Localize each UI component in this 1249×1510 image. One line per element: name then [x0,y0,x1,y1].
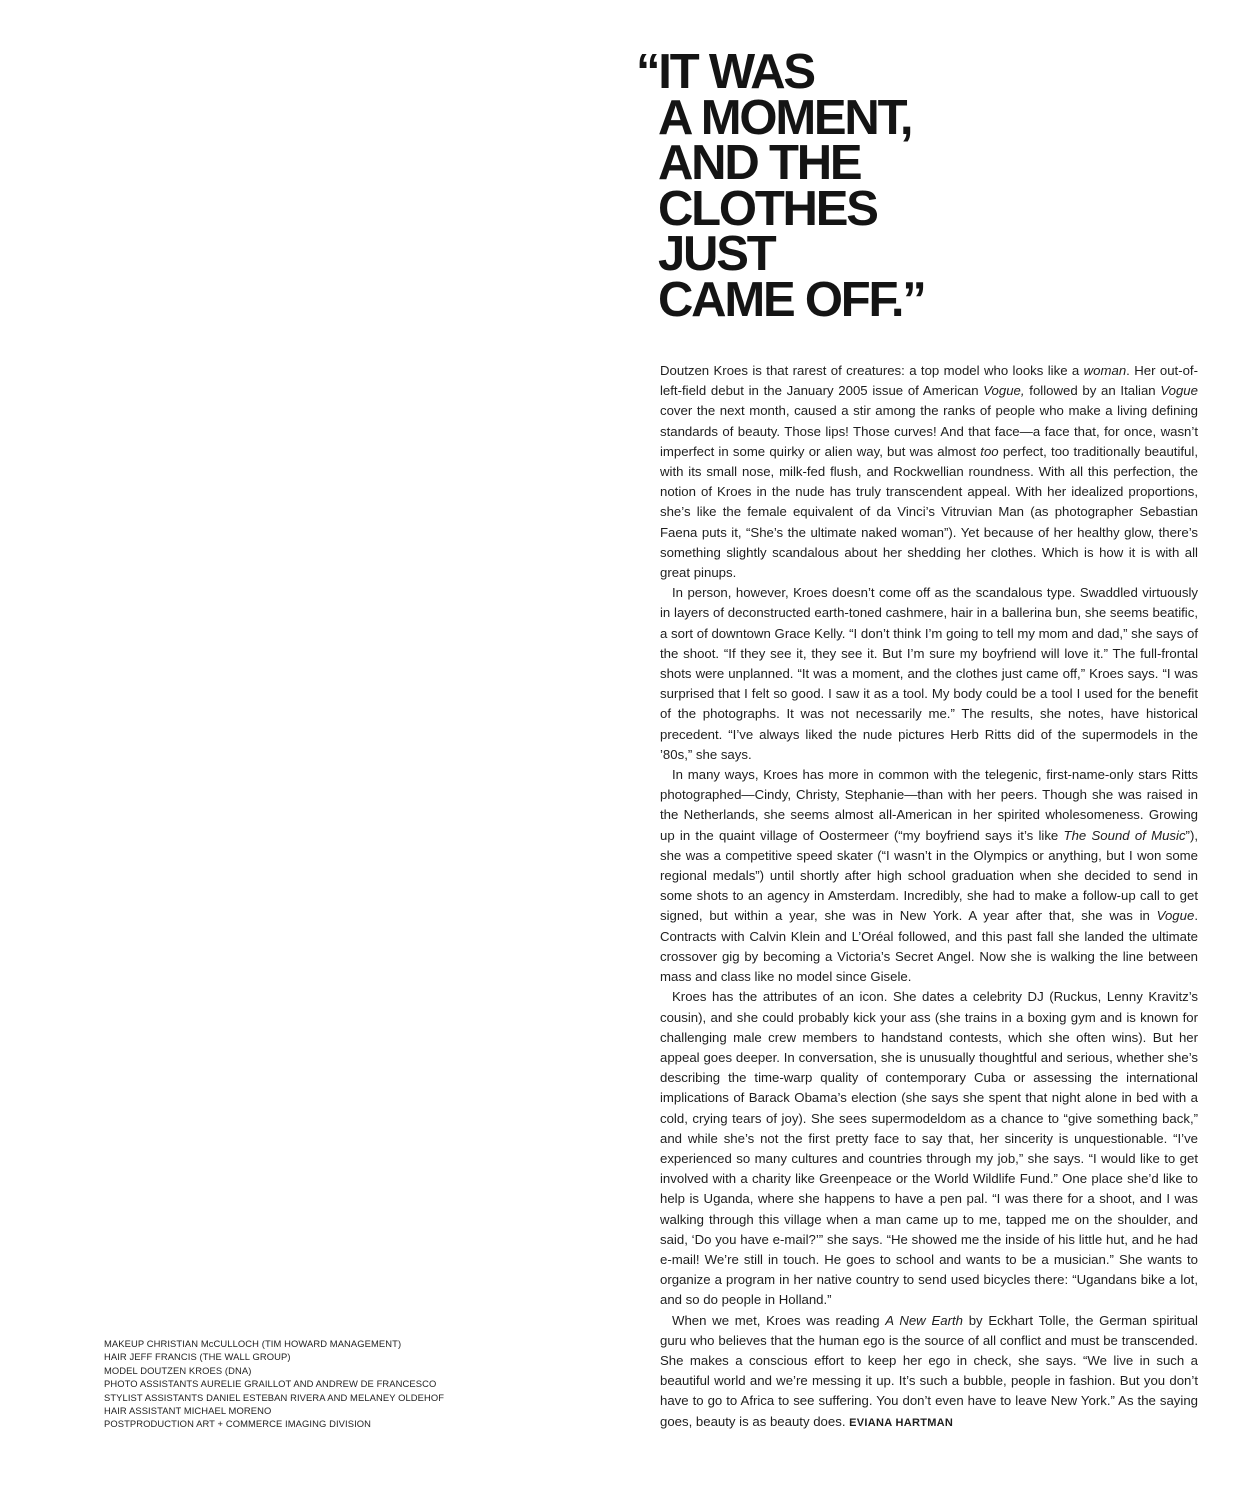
credit-line: STYLIST ASSISTANTS DANIEL ESTEBAN RIVERA… [104,1391,445,1403]
text-run: ”), she was a competitive speed skater (… [660,827,1198,924]
text-run: In many ways, Kroes has more in common w… [660,767,1198,843]
pull-quote-line: AND THE [658,136,863,190]
pull-quote-line: “IT WAS [636,45,816,99]
pull-quote-line: A MOMENT, [658,90,914,145]
text-run: Doutzen Kroes is that rarest of creature… [660,363,1084,378]
emphasis-text: Vogue [1156,908,1195,924]
pull-quote-line: CLOTHES [658,181,879,236]
photo-credits: MAKEUP CHRISTIAN McCULLOCH (TIM HOWARD M… [104,1337,564,1431]
text-run: cover the next month, caused a stir amon… [660,403,1198,459]
credit-line: HAIR JEFF FRANCIS (THE WALL GROUP) [104,1351,291,1363]
article-paragraph-3: In many ways, Kroes has more in common w… [660,765,1198,987]
pull-quote-line: JUST [658,227,777,281]
emphasis-text: woman [1083,363,1127,378]
emphasis-text: Vogue [1160,383,1198,399]
article-paragraph-4: Kroes has the attributes of an icon. She… [660,989,1198,1308]
article-paragraph-1: Doutzen Kroes is that rarest of creature… [660,361,1198,583]
emphasis-text: The Sound of Music [1063,827,1186,843]
pull-quote-line: CAME OFF.” [658,272,927,327]
text-run: followed by an Italian [1024,383,1161,399]
text-run: . Her out-of-left-field debut in the Jan… [660,363,1198,399]
pull-quote: “IT WAS A MOMENT, AND THE CLOTHES JUST C… [636,45,1196,327]
credit-line: POSTPRODUCTION ART + COMMERCE IMAGING DI… [104,1418,372,1430]
credit-line: HAIR ASSISTANT MICHAEL MORENO [104,1405,272,1417]
emphasis-text: too [980,443,999,459]
text-run: When we met, Kroes was reading [672,1312,886,1328]
text-run: by Eckhart Tolle, the German spiritual g… [660,1312,1198,1429]
credit-line: MODEL DOUTZEN KROES (DNA) [104,1364,252,1376]
emphasis-text: Vogue, [983,383,1025,399]
emphasis-text: A New Earth [885,1312,963,1328]
credit-line: MAKEUP CHRISTIAN McCULLOCH (TIM HOWARD M… [104,1338,402,1349]
text-run: perfect, too traditionally beautiful, wi… [660,443,1198,581]
text-run: . Contracts with Calvin Klein and L’Oréa… [660,908,1198,985]
author-byline: EVIANA HARTMAN [849,1416,954,1429]
article-paragraph-2: In person, however, Kroes doesn’t come o… [660,585,1198,762]
credit-line: PHOTO ASSISTANTS AURELIE GRAILLOT AND AN… [104,1378,437,1390]
article-paragraph-5: When we met, Kroes was reading A New Ear… [660,1311,1198,1433]
article-body: Doutzen Kroes is that rarest of creature… [660,361,1198,1433]
